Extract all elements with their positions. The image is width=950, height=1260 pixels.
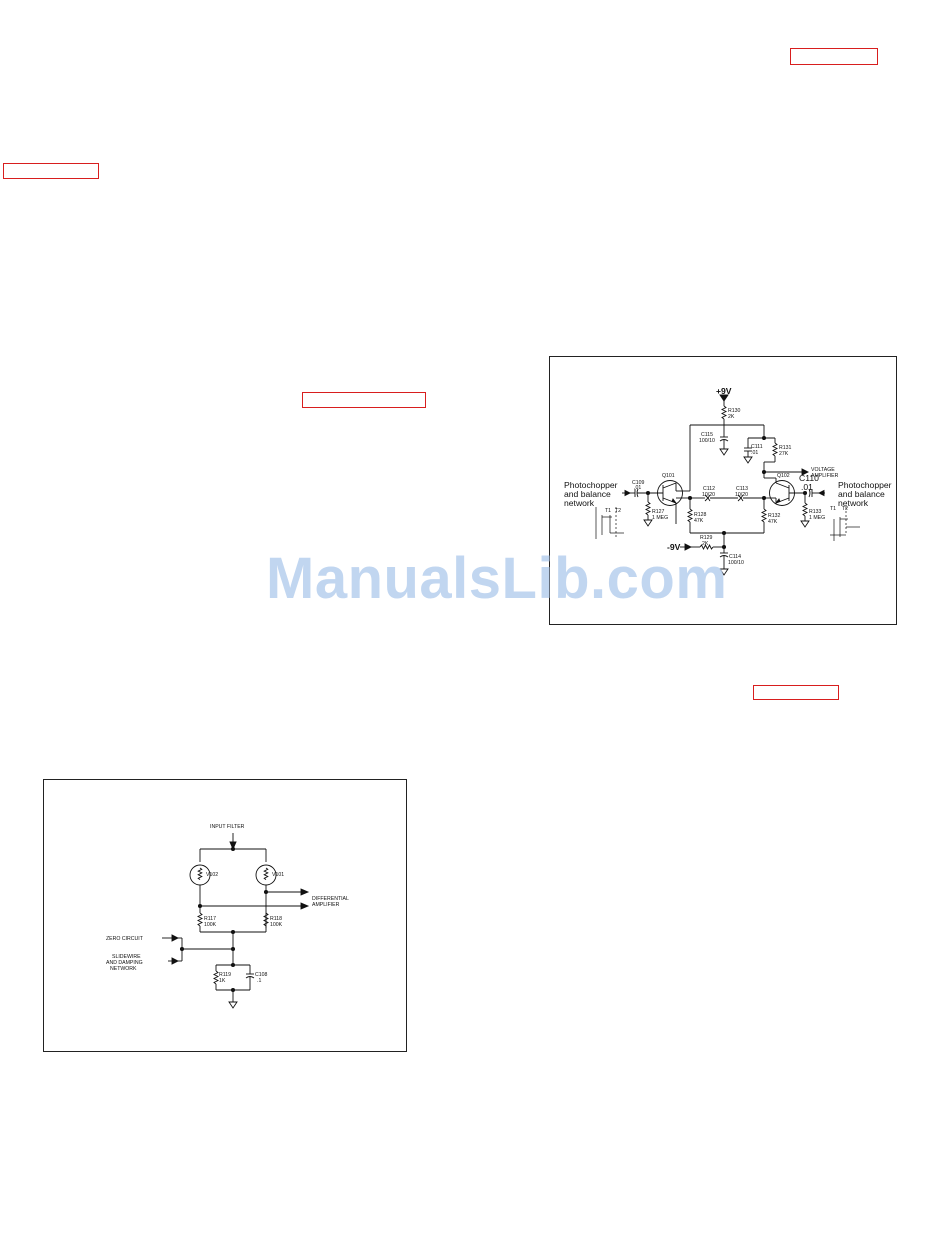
voltage-amplifier-schematic-frame: +9V -9V R130 2K C115 100/10 C111 .01 R13… <box>549 356 897 625</box>
c113-label: C113 <box>736 486 748 492</box>
r119-label: R119 <box>219 972 231 978</box>
slidewire-label-1: SLIDEWIRE <box>112 954 141 960</box>
slidewire-label-2: AND DAMPING <box>106 960 143 966</box>
c112-label: C112 <box>703 486 715 492</box>
photochopper-left-line-3: network <box>564 498 595 508</box>
q102-label: Q102 <box>777 473 790 479</box>
terminal-t1-right: T1 <box>830 506 836 512</box>
differential-amplifier-label-2: AMPLIFIER <box>312 902 340 908</box>
input-bridge-schematic: INPUT FILTER V102 V101 DIFFERENTIAL AMPL… <box>106 824 349 1009</box>
r131-label: R131 <box>779 445 792 451</box>
photochopper-right-line-3: network <box>838 498 869 508</box>
r117-label: R117 <box>204 916 216 922</box>
r130-value: 2K <box>728 414 735 420</box>
voltage-amplifier-label-1: VOLTAGE <box>811 467 835 473</box>
supply-pos-label: +9V <box>716 386 732 396</box>
redacted-box-2 <box>3 163 99 179</box>
v102-label: V102 <box>206 872 218 878</box>
c110-value: .01 <box>801 482 813 492</box>
r117-value: 100K <box>204 922 217 928</box>
r129-value: 2K <box>702 541 709 547</box>
redacted-box-4 <box>753 685 839 700</box>
c113-value: 10/20 <box>735 492 748 498</box>
c108-label: C108 <box>255 972 268 978</box>
r127-label: R127 <box>652 509 665 515</box>
redacted-box-3 <box>302 392 426 408</box>
c109-label: C109 <box>632 480 645 486</box>
photochopper-left-line-2: and balance <box>564 489 611 499</box>
r118-value: 100K <box>270 922 283 928</box>
c115-label: C115 <box>701 432 713 438</box>
r131-value: 27K <box>779 451 789 457</box>
watermark: ManualsLib.com <box>266 546 728 611</box>
redacted-box-1 <box>790 48 878 65</box>
r119-value: 1K <box>219 978 226 984</box>
r132-value: 47K <box>768 519 778 525</box>
r133-value: 1 MEG <box>809 515 825 521</box>
r128-value: 47K <box>694 518 704 524</box>
c109-value: .01 <box>634 485 641 491</box>
r133-label: R133 <box>809 509 822 515</box>
c114-value: 100/10 <box>728 560 744 566</box>
c114-label: C114 <box>729 554 741 560</box>
c111-label: C111 <box>751 444 763 450</box>
slidewire-label-3: NETWORK <box>110 966 137 972</box>
input-filter-label: INPUT FILTER <box>210 824 245 830</box>
terminal-t1-left: T1 <box>605 508 611 514</box>
photochopper-right-line-2: and balance <box>838 489 885 499</box>
r118-label: R118 <box>270 916 282 922</box>
r127-value: 1 MEG <box>652 515 668 521</box>
r130-label: R130 <box>728 408 741 414</box>
zero-circuit-label: ZERO CIRCUIT <box>106 936 144 942</box>
terminal-t2-left: T2 <box>615 508 621 514</box>
voltage-amplifier-label-2: AMPLIFIER <box>811 473 839 479</box>
supply-neg-label: -9V <box>667 542 681 552</box>
q101-label: Q101 <box>662 473 675 479</box>
r132-label: R132 <box>768 513 781 519</box>
input-bridge-schematic-frame: INPUT FILTER V102 V101 DIFFERENTIAL AMPL… <box>43 779 407 1052</box>
r129-label: R129 <box>700 535 713 541</box>
terminal-t2-right: T2 <box>842 506 848 512</box>
r128-label: R128 <box>694 512 707 518</box>
voltage-amplifier-schematic: +9V -9V R130 2K C115 100/10 C111 .01 R13… <box>564 386 892 576</box>
c110-label: C110 <box>799 473 819 483</box>
c112-value: 10/20 <box>702 492 715 498</box>
photochopper-left-line-1: Photochopper <box>564 480 618 490</box>
v101-label: V101 <box>272 872 284 878</box>
c108-value: .1 <box>257 978 261 984</box>
photochopper-right-line-1: Photochopper <box>838 480 892 490</box>
c111-value: .01 <box>751 450 758 456</box>
c115-value: 100/10 <box>699 438 715 444</box>
differential-amplifier-label-1: DIFFERENTIAL <box>312 896 349 902</box>
